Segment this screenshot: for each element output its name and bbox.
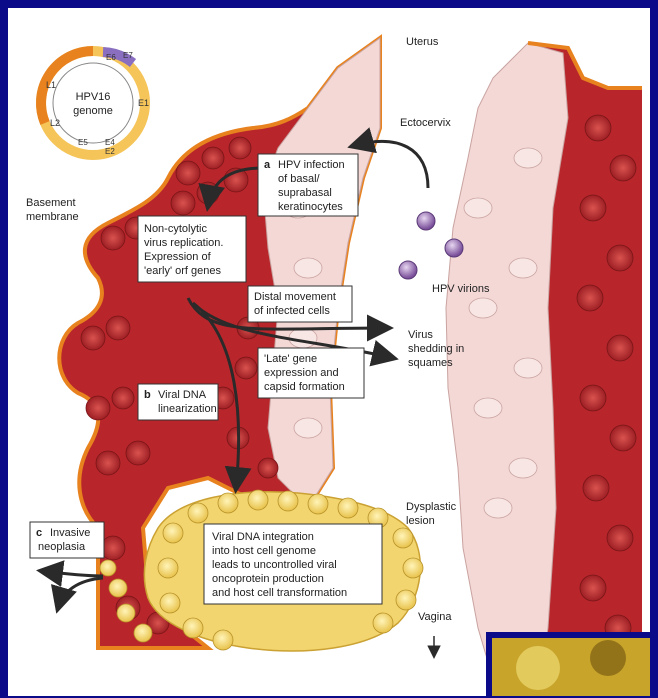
genome-title-line1: HPV16	[76, 91, 111, 103]
box-viral-dna-integration: Viral DNA integration into host cell gen…	[204, 524, 382, 604]
box-integration-line2: into host cell genome	[212, 545, 316, 557]
hpv16-genome-diagram: HPV16 genome L1 L2 E6 E7 E1 E5 E4 E2	[41, 51, 149, 156]
box-distal-movement: Distal movement of infected cells	[248, 286, 352, 322]
right-epithelium-upper	[446, 43, 568, 696]
box-late-line1: 'Late' gene	[264, 353, 317, 365]
gene-label-l2: L2	[50, 118, 60, 128]
box-distal-line2: of infected cells	[254, 305, 330, 317]
box-a-letter: a	[264, 159, 271, 171]
label-virus-shed-line3: squames	[408, 357, 453, 369]
label-virus-shed-line1: Virus	[408, 329, 433, 341]
label-vagina: Vagina	[418, 611, 452, 623]
label-basement-line1: Basement	[26, 197, 76, 209]
box-noncyto-line3: Expression of	[144, 251, 212, 263]
genome-title-line2: genome	[73, 105, 113, 117]
box-c-letter: c	[36, 527, 42, 539]
box-b-line2: linearization	[158, 403, 217, 415]
label-dysplastic-line1: Dysplastic	[406, 501, 457, 513]
box-b-viral-dna-linearization: b Viral DNA linearization	[138, 384, 218, 420]
box-a-line3: suprabasal	[278, 187, 332, 199]
box-a-line2: of basal/	[278, 173, 321, 185]
label-virus-shed-line2: shedding in	[408, 343, 464, 355]
gene-label-e5: E5	[78, 138, 88, 147]
box-b-letter: b	[144, 389, 151, 401]
box-integration-line4: oncoprotein production	[212, 573, 324, 585]
box-c-invasive-neoplasia: c Invasive neoplasia	[30, 522, 104, 558]
box-integration-line1: Viral DNA integration	[212, 531, 314, 543]
box-late-gene-expression: 'Late' gene expression and capsid format…	[258, 348, 364, 398]
box-integration-line5: and host cell transformation	[212, 587, 347, 599]
gene-label-e7: E7	[123, 51, 133, 60]
box-distal-line1: Distal movement	[254, 291, 336, 303]
label-ectocervix: Ectocervix	[400, 117, 451, 129]
box-a-line1: HPV infection	[278, 159, 345, 171]
box-integration-line3: leads to uncontrolled viral	[212, 559, 337, 571]
label-basement-line2: membrane	[26, 211, 79, 223]
gene-label-l1: L1	[46, 80, 56, 90]
box-noncyto-line2: virus replication.	[144, 237, 223, 249]
box-noncytolytic-replication: Non-cytolytic virus replication. Express…	[138, 216, 246, 282]
gene-label-e2: E2	[105, 147, 115, 156]
gene-label-e1: E1	[138, 98, 149, 108]
label-dysplastic-line2: lesion	[406, 515, 435, 527]
box-late-line2: expression and	[264, 367, 339, 379]
box-c-line2: neoplasia	[38, 541, 86, 553]
box-a-hpv-infection: a HPV infection of basal/ suprabasal ker…	[258, 154, 358, 216]
label-hpv-virions: HPV virions	[432, 283, 490, 295]
inset-micrograph	[492, 638, 650, 696]
figure-frame: HPV16 genome L1 L2 E6 E7 E1 E5 E4 E2 Ute…	[8, 8, 650, 696]
inset-shadow	[590, 640, 626, 676]
gene-label-e4: E4	[105, 138, 115, 147]
label-uterus: Uterus	[406, 36, 439, 48]
box-a-line4: keratinocytes	[278, 201, 343, 213]
box-noncyto-line4: 'early' orf genes	[144, 265, 221, 277]
gene-label-e6: E6	[106, 53, 116, 62]
inset-particle	[516, 646, 560, 690]
hpv-infection-diagram: HPV16 genome L1 L2 E6 E7 E1 E5 E4 E2 Ute…	[8, 8, 650, 696]
box-c-line1: Invasive	[50, 527, 90, 539]
box-late-line3: capsid formation	[264, 381, 345, 393]
box-noncyto-line1: Non-cytolytic	[144, 223, 207, 235]
box-b-line1: Viral DNA	[158, 389, 207, 401]
left-epithelium-upper	[263, 38, 380, 508]
